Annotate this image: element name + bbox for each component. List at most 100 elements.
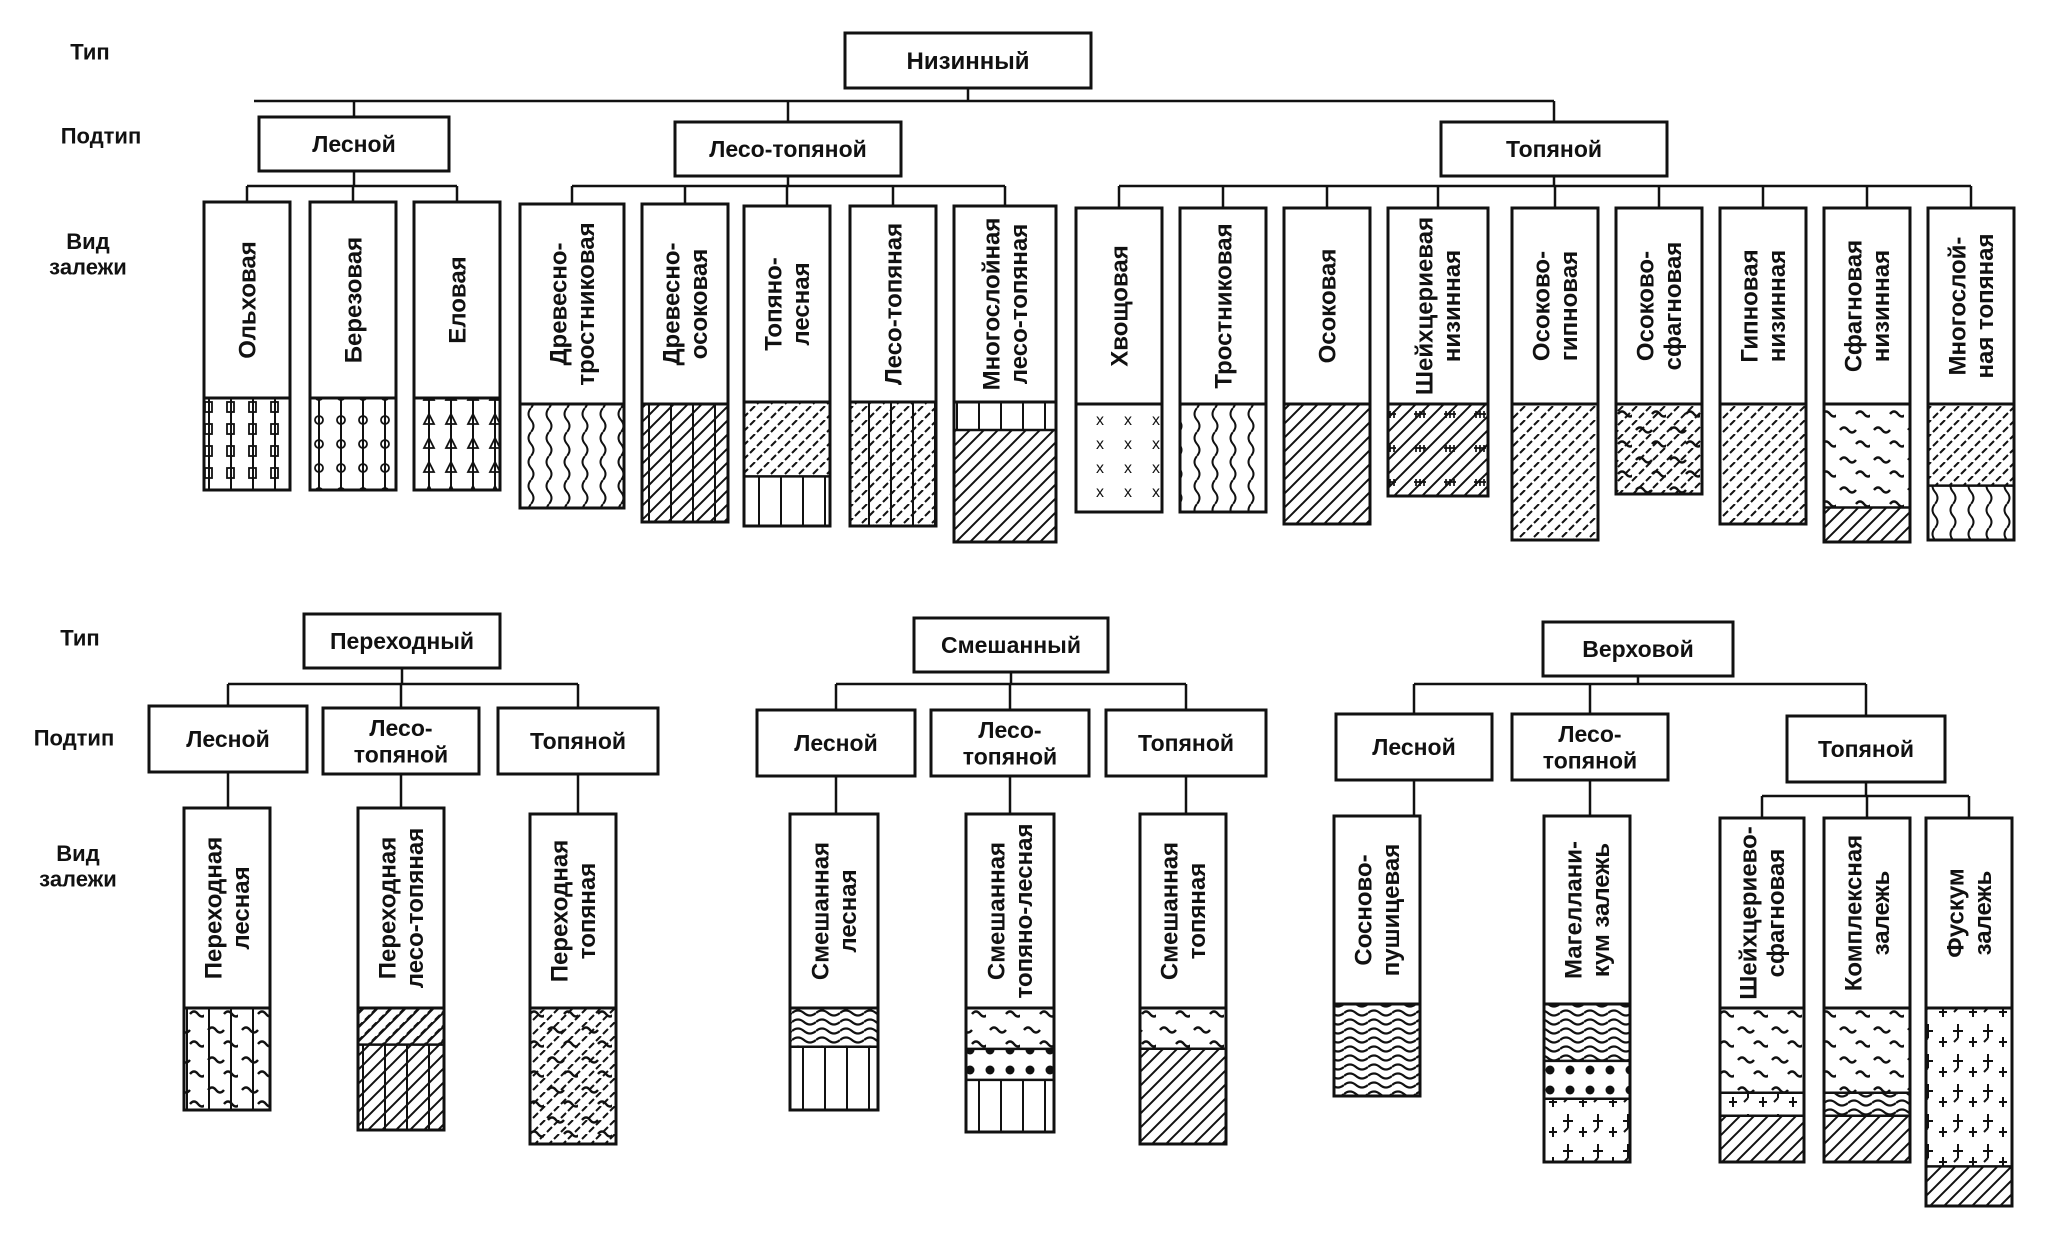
- deposit-name: Осоково-гипновая: [1529, 251, 1584, 361]
- peat-layer: [1824, 1115, 1910, 1162]
- deposit-name: Еловая: [444, 256, 471, 343]
- deposit-name: Топяно-лесная: [761, 257, 816, 350]
- row-label-deposit-kind-text: залежи: [49, 254, 127, 279]
- row-label-subtype-lower: Подтип: [34, 726, 115, 751]
- deposit-label-frame: [528, 812, 618, 1010]
- deposit-name-line: Многослойная: [979, 218, 1006, 391]
- deposit-swatch-frame: [412, 396, 502, 492]
- deposit-swatch-frame: [1282, 402, 1372, 526]
- peat-layer: [1544, 1098, 1630, 1162]
- subtype-box-transitional-0-label: Лесной: [186, 726, 270, 752]
- peat-layer: [1928, 404, 2014, 486]
- deposit-swatch-frame: [1332, 1002, 1422, 1098]
- peat-layer: [642, 404, 728, 522]
- subtype-box-upland-1-label: топяной: [1543, 747, 1637, 773]
- deposit-label-frame: [640, 202, 730, 406]
- peat-layer: [966, 1048, 1054, 1080]
- peat-layer: [744, 476, 830, 526]
- peat-layer: [1720, 1008, 1804, 1093]
- subtype-box-mixed-0-label: Лесной: [794, 730, 878, 756]
- deposit-column: Лесо-топяная: [848, 204, 938, 528]
- row-label-deposit-kind-lower-text: залежи: [39, 866, 117, 891]
- deposit-name-line: Многослой-: [1945, 237, 1972, 376]
- subtype-box-mixed-1-frame: [929, 708, 1091, 778]
- peat-layer: [954, 430, 1056, 542]
- peat-layer: [1334, 1004, 1420, 1096]
- type-box-transitional: Переходный: [302, 612, 502, 670]
- type-box-transitional-frame: [302, 612, 502, 670]
- subtype-box-lowland-2: Топяной: [1439, 120, 1669, 178]
- deposit-name-line: Древесно-: [546, 242, 573, 365]
- peat-layer: [850, 402, 936, 526]
- row-label-type-text: Тип: [70, 40, 109, 65]
- peat-layer: [1544, 1060, 1630, 1099]
- deposit-name: Лесо-топяная: [880, 223, 907, 385]
- deposit-swatch-frame: [308, 396, 398, 492]
- deposit-name-line: кум залежь: [1588, 843, 1615, 977]
- peat-layer: [966, 1079, 1054, 1132]
- subtype-box-lowland-0-label: Лесной: [312, 131, 396, 157]
- deposit-name-line: Осоково-: [1633, 251, 1660, 361]
- peat-layer: [1140, 1048, 1226, 1144]
- peat-layer: [1616, 404, 1702, 494]
- subtype-box-lowland-2-label: Топяной: [1506, 136, 1602, 162]
- row-label-type: Тип: [70, 40, 109, 65]
- subtype-box-upland-1: Лесо-топяной: [1510, 712, 1670, 782]
- deposit-name-line: ная топяная: [1972, 234, 1999, 379]
- subtype-box-transitional-0: Лесной: [147, 704, 309, 774]
- deposit-name: Березовая: [340, 237, 367, 363]
- deposit-name-line: Ольховая: [234, 241, 261, 359]
- subtype-box-lowland-1: Лесо-топяной: [673, 120, 903, 178]
- peat-layer: [184, 1008, 270, 1110]
- subtype-box-upland-2: Топяной: [1785, 714, 1947, 784]
- deposit-column: Древесно-осоковая: [640, 202, 730, 524]
- subtype-box-mixed-1-label: топяной: [963, 743, 1057, 769]
- subtype-box-transitional-2: Топяной: [496, 706, 660, 776]
- peat-layer: [1824, 507, 1910, 542]
- peat-layer: [1720, 1115, 1804, 1162]
- deposit-label-frame: [182, 806, 272, 1010]
- subtype-box-mixed-2-frame: [1104, 708, 1268, 778]
- type-box-mixed: Смешанный: [912, 616, 1110, 674]
- deposit-name-line: лесная: [835, 869, 862, 952]
- subtype-box-upland-2-label: Топяной: [1818, 736, 1914, 762]
- peat-layer: [520, 404, 624, 508]
- peat-layer: [1512, 404, 1598, 540]
- deposit-column: Сосново-пушицевая: [1332, 814, 1422, 1098]
- peat-layer: [358, 1008, 444, 1130]
- deposit-column: Шейхцериево-сфагновая: [1718, 816, 1806, 1164]
- deposit-name: Шейхцериево-сфагновая: [1736, 826, 1791, 1000]
- row-label-type-lower: Тип: [60, 626, 99, 651]
- deposit-swatch-frame: [1926, 402, 2016, 542]
- peat-layer: [1284, 404, 1370, 524]
- deposit-label-frame: [1542, 814, 1632, 1006]
- deposit-swatch-frame: [1178, 402, 1268, 514]
- deposit-column: Осоковая: [1282, 206, 1372, 526]
- subtype-box-upland-1-label: Лесо-: [1558, 721, 1621, 747]
- deposit-label-frame: [1386, 206, 1490, 406]
- row-label-deposit-kind-lower-text: Вид: [56, 841, 99, 866]
- deposit-name-line: низинная: [1868, 250, 1895, 362]
- deposit-column: Ольховая: [202, 200, 292, 492]
- deposit-swatch-frame: [640, 402, 730, 524]
- deposit-name-line: Осоковая: [1314, 249, 1341, 364]
- peat-layer: [530, 1008, 616, 1144]
- type-box-transitional-label: Переходный: [330, 628, 474, 654]
- deposit-name-line: низинная: [1439, 250, 1466, 362]
- deposit-name-line: Смешанная: [1157, 842, 1184, 980]
- deposit-name-line: Хвощовая: [1106, 245, 1133, 367]
- deposit-swatch-frame: [356, 1006, 446, 1132]
- deposit-name: Ольховая: [234, 241, 261, 359]
- row-label-subtype: Подтип: [61, 124, 142, 149]
- type-box-upland-label: Верховой: [1582, 636, 1693, 662]
